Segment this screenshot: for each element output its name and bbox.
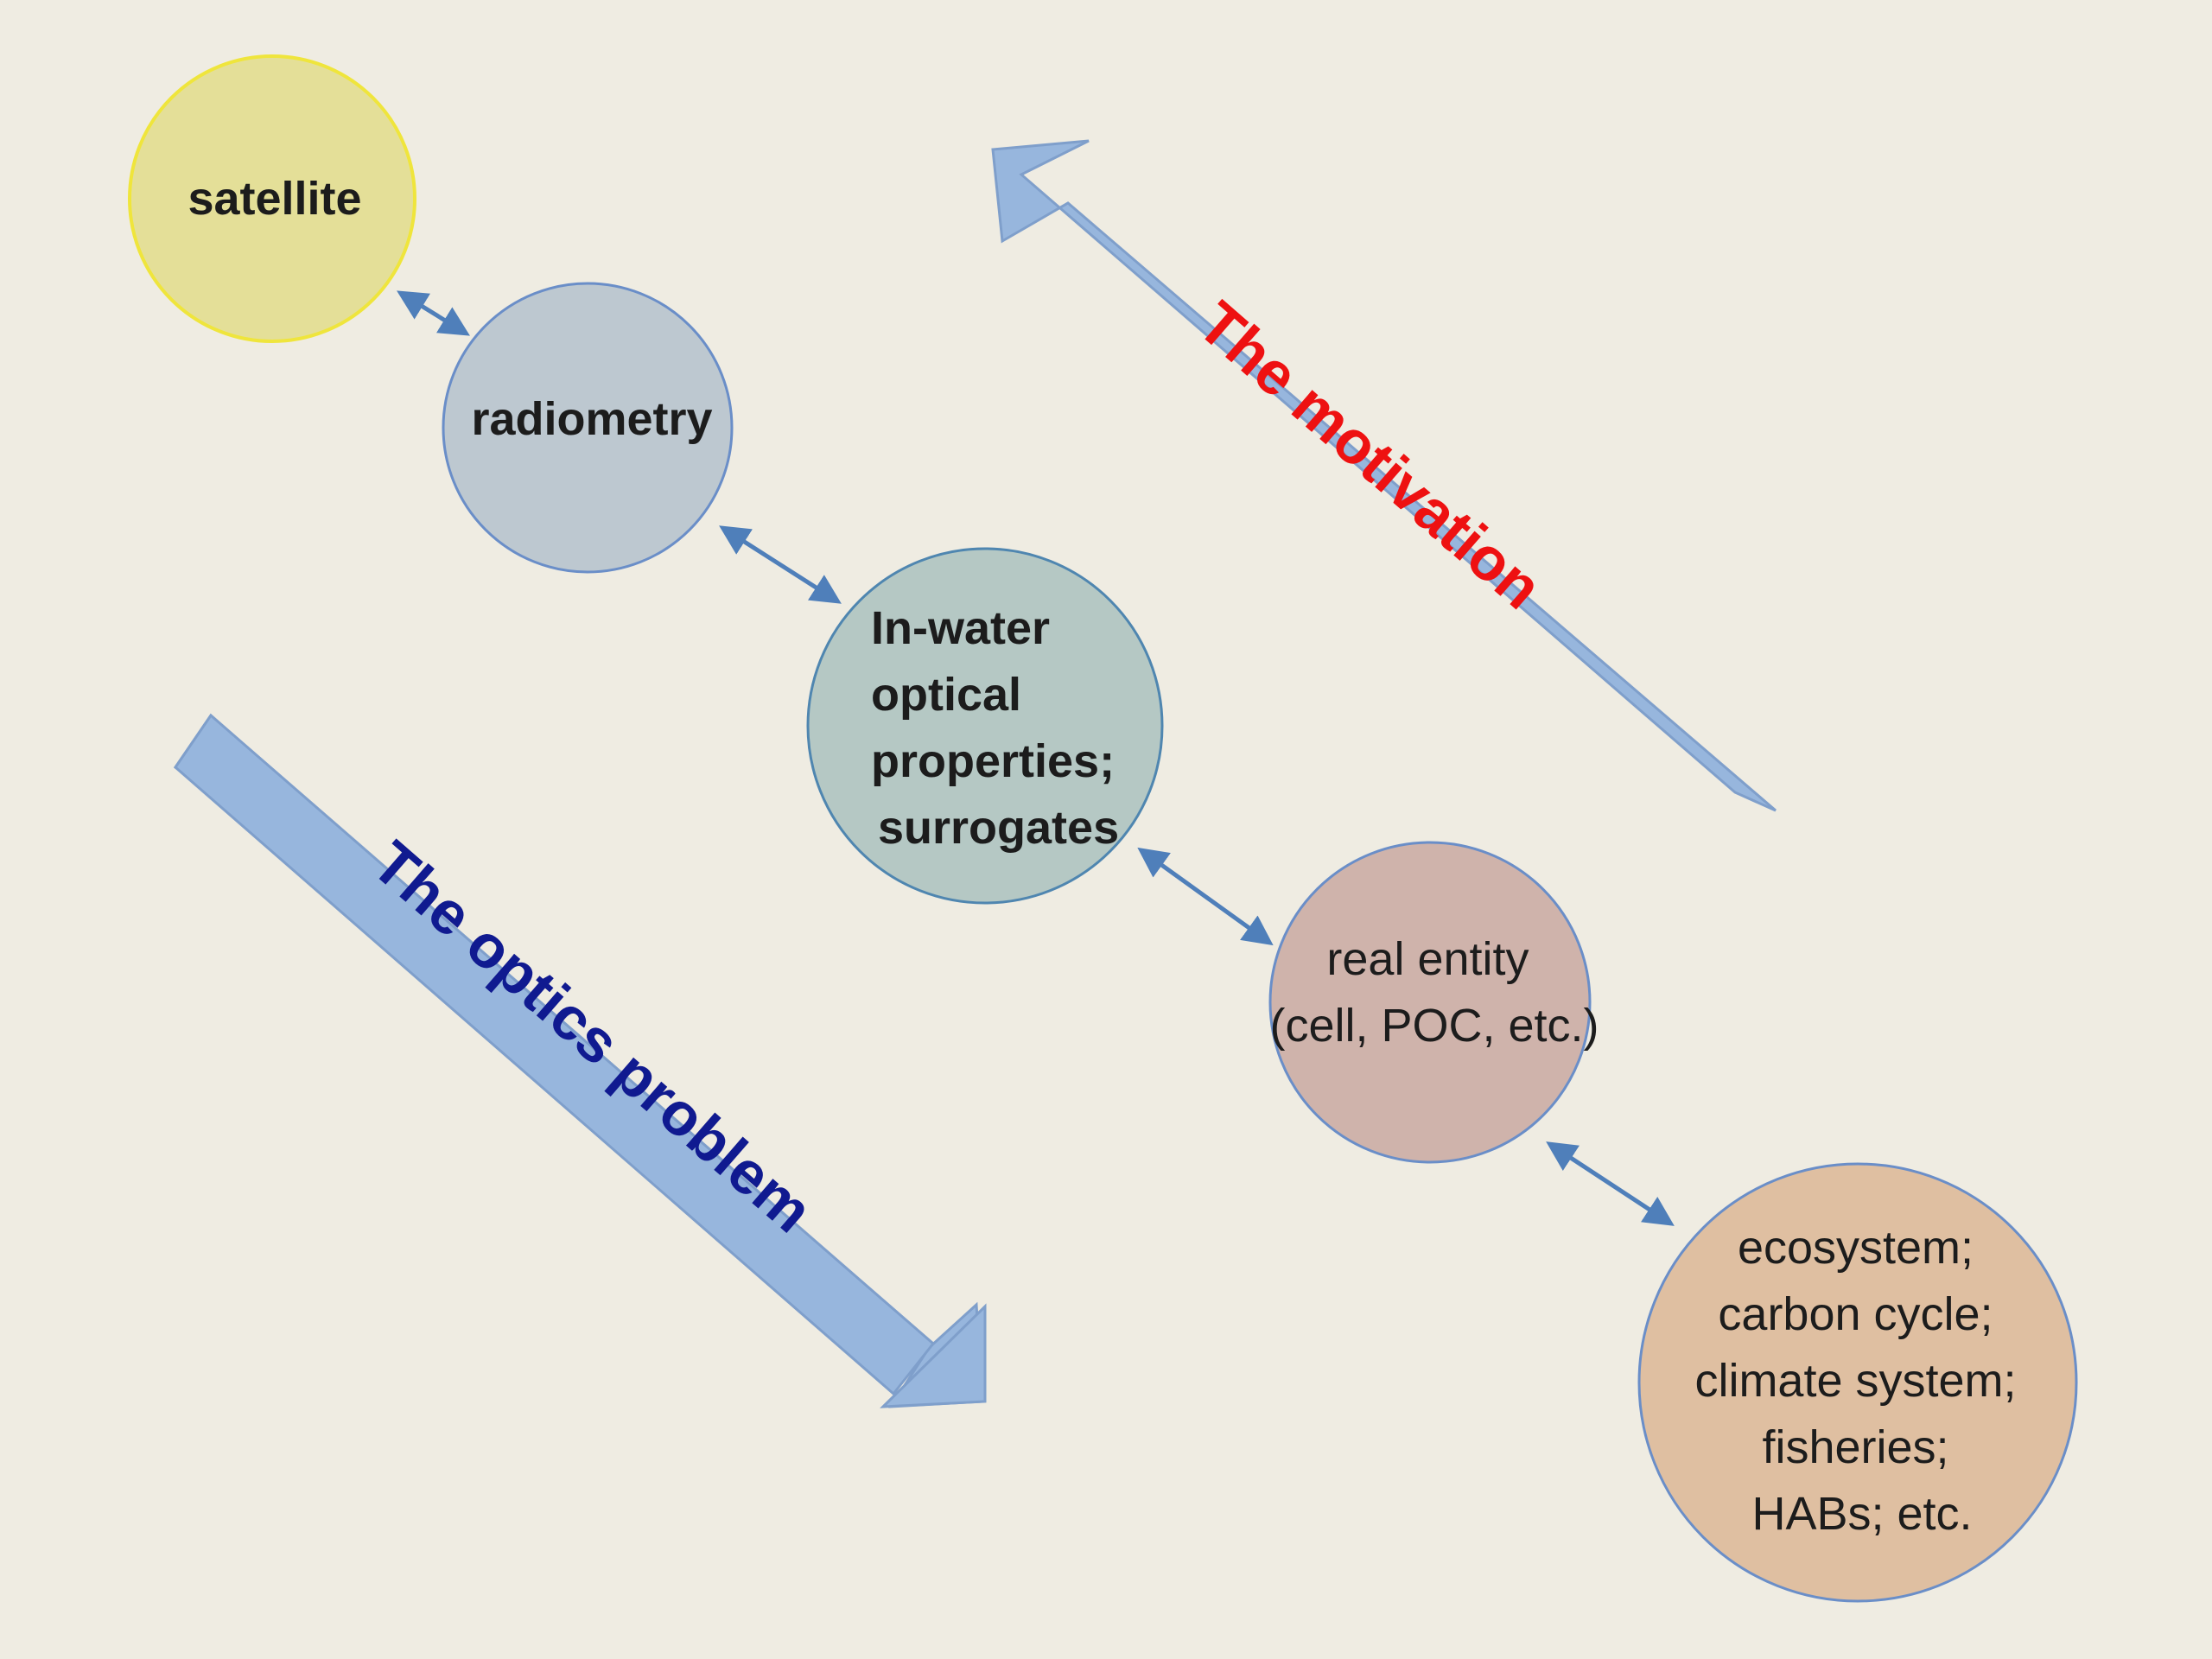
node-in-water-line-1: In-water [871, 602, 1050, 654]
motivation-arrow-label: The motivation [1185, 289, 1554, 621]
node-ecosystem-circle [1637, 1162, 2078, 1603]
optics-problem-arrow-body [174, 713, 936, 1396]
node-real-entity: real entity (cell, POC, etc.) [1268, 841, 1599, 1164]
node-ecosystem: ecosystem; carbon cycle; climate system;… [1637, 1162, 2078, 1603]
motivation-arrow-shape [991, 139, 1777, 812]
connector-radiometry-inwater [719, 525, 842, 604]
node-in-water-line-3: properties; [871, 735, 1115, 787]
node-radiometry-circle [442, 282, 734, 574]
connector-realentity-ecosystem [1546, 1141, 1675, 1226]
node-ecosystem-line-4: fisheries; [1762, 1421, 1948, 1473]
node-in-water-line-2: optical [871, 669, 1021, 721]
node-satellite-label: satellite [188, 173, 361, 225]
node-ecosystem-line-5: HABs; etc. [1751, 1488, 1972, 1540]
node-ecosystem-line-3: climate system; [1694, 1355, 2016, 1407]
node-in-water-line-4: surrogates [878, 802, 1119, 854]
node-real-entity-line-1: real entity [1326, 933, 1529, 985]
optics-problem-arrow-head [880, 1303, 987, 1408]
node-ecosystem-label: ecosystem; carbon cycle; climate system;… [1694, 1222, 2029, 1540]
node-real-entity-label: real entity (cell, POC, etc.) [1269, 933, 1599, 1052]
node-radiometry-label: radiometry [471, 393, 712, 445]
node-real-entity-line-2: (cell, POC, etc.) [1269, 1000, 1599, 1052]
node-ecosystem-line-2: carbon cycle; [1718, 1288, 1993, 1340]
node-ecosystem-line-1: ecosystem; [1738, 1222, 1974, 1274]
node-radiometry: radiometry [442, 282, 734, 574]
optics-problem-arrow-label: The optics problem [360, 829, 825, 1245]
connector-inwater-realentity [1137, 847, 1274, 946]
node-in-water: In-water optical properties; surrogates [806, 547, 1164, 905]
node-in-water-circle [806, 547, 1164, 905]
connectors [397, 290, 1675, 1226]
node-satellite-circle [128, 54, 416, 343]
node-in-water-label: In-water optical properties; surrogates [871, 602, 1128, 854]
node-satellite: satellite [128, 54, 416, 343]
connector-satellite-radiometry [397, 290, 470, 336]
node-real-entity-circle [1268, 841, 1592, 1164]
node-radiometry-line: radiometry [471, 393, 712, 445]
node-satellite-line: satellite [188, 173, 361, 225]
